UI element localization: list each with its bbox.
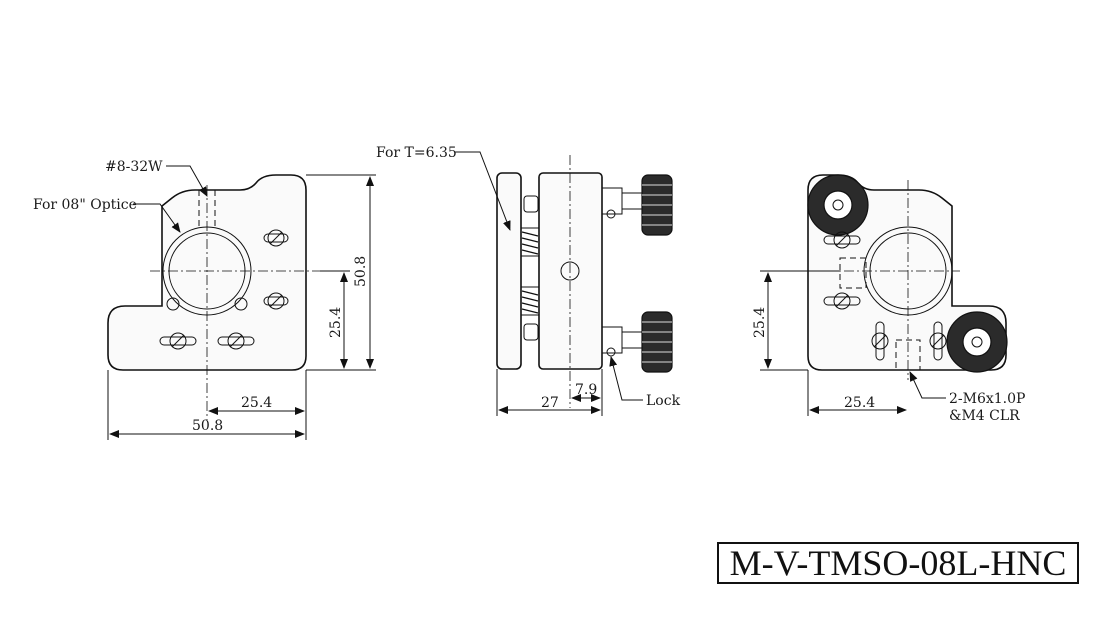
front-thread-leader xyxy=(166,165,208,197)
side-view: For T=6.35 27 7.9 Lock xyxy=(376,145,681,416)
back-hidden-hole-2 xyxy=(895,339,921,371)
side-lock-hole-top xyxy=(606,209,616,219)
front-dim-center-width: 25.4 xyxy=(241,395,272,411)
side-adjuster-neck-bottom xyxy=(621,331,643,349)
front-pin-hole-2 xyxy=(234,297,248,311)
side-adjuster-neck-top xyxy=(621,192,643,210)
front-thread-label: #8-32W xyxy=(105,159,163,175)
side-dim-depth: 27 xyxy=(541,395,559,411)
front-dim-center-height: 25.4 xyxy=(328,307,344,338)
back-knob-bottom xyxy=(946,311,1008,373)
model-number-box: M-V-TMSO-08L-HNC xyxy=(717,542,1079,584)
back-hole-label-line2: &M4 CLR xyxy=(949,408,1020,424)
side-adjuster-shaft-bottom xyxy=(601,326,623,354)
front-optic-label: For 08" Optice xyxy=(33,197,137,213)
model-number: M-V-TMSO-08L-HNC xyxy=(729,543,1067,583)
back-hole-label-line1: 2-M6x1.0P xyxy=(949,391,1025,407)
back-dim-center-height: 25.4 xyxy=(752,307,768,338)
front-screw-4 xyxy=(217,332,255,350)
front-view: #8-32W For 08" Optice 50.8 25.4 25.4 50.… xyxy=(33,159,376,440)
back-hidden-hole xyxy=(839,257,867,289)
side-pin-bottom xyxy=(523,323,539,341)
front-dim-height: 50.8 xyxy=(353,256,369,287)
back-screw-1 xyxy=(823,231,861,249)
front-optic-leader xyxy=(133,203,181,233)
side-pin-top xyxy=(523,195,539,213)
back-knob-top xyxy=(807,174,869,236)
front-pin-hole xyxy=(166,297,180,311)
front-screw-1 xyxy=(263,229,289,247)
side-springs xyxy=(520,227,540,316)
side-lock-hole-bottom xyxy=(606,347,616,357)
front-view-body xyxy=(107,174,307,371)
side-lock-leader xyxy=(609,356,643,401)
back-screw-3 xyxy=(871,321,889,361)
front-screw-2 xyxy=(263,292,289,310)
side-front-plate xyxy=(496,172,522,370)
back-hole-leader xyxy=(909,371,946,399)
side-thickness-label: For T=6.35 xyxy=(376,145,457,161)
side-thickness-leader xyxy=(455,151,511,231)
front-dim-width: 50.8 xyxy=(192,418,223,434)
back-dim-center-width: 25.4 xyxy=(844,395,875,411)
back-view: 25.4 25.4 2-M6x1.0P &M4 CLR xyxy=(752,174,1025,424)
side-lock-label: Lock xyxy=(646,393,681,409)
side-dim-offset: 7.9 xyxy=(575,382,597,398)
back-screw-4 xyxy=(929,321,947,361)
side-center-hole xyxy=(560,261,580,281)
back-screw-2 xyxy=(823,292,861,310)
side-back-body xyxy=(538,172,603,370)
front-screw-3 xyxy=(159,332,197,350)
